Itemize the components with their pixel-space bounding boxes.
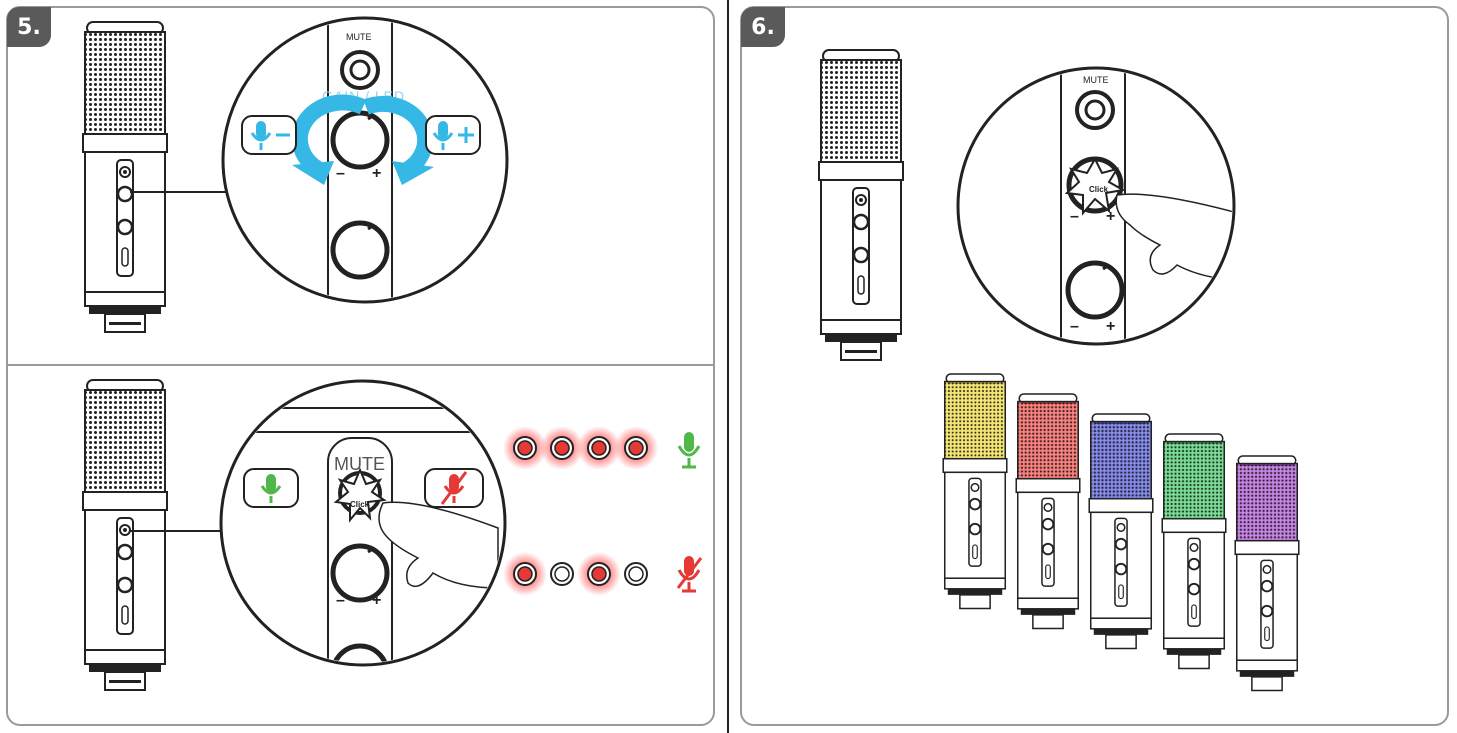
step5-top-zoom-circle: [221, 16, 509, 304]
step5-bottom-mic-illustration: [81, 378, 169, 692]
step5-bottom-callout-line: [130, 530, 230, 532]
step5-bottom-minus: –: [336, 592, 345, 609]
step6-plus: +: [1106, 208, 1116, 225]
step6-plus-2: +: [1106, 318, 1116, 335]
step5-bottom-zoom-circle: [219, 379, 507, 667]
step6-click-label: Click: [1089, 185, 1109, 194]
step5-top-callout-line: [130, 191, 230, 193]
step6-minus-2: –: [1070, 318, 1079, 335]
gain-rotation-arrows: [291, 94, 434, 185]
step6-mic-illustration: [817, 48, 905, 362]
mic-on-green-icon: [677, 432, 701, 469]
led-color-mic-3: [1088, 413, 1154, 650]
step5-top-minus: –: [336, 165, 345, 182]
step6-zoom-circle: [956, 66, 1236, 346]
led-color-mic-2: [1015, 393, 1081, 630]
led-color-mic-1: [942, 373, 1008, 610]
step6-minus: –: [1070, 208, 1079, 225]
step-6-badge: 6.: [741, 7, 785, 47]
step5-top-mic-illustration: [81, 20, 169, 334]
step6-mute-label: MUTE: [1083, 75, 1109, 85]
led-color-mic-5: [1234, 455, 1300, 692]
step5-bottom-click-label: Click: [350, 500, 370, 509]
step5-bottom-mute-label: MUTE: [334, 454, 385, 474]
mic-unmuted-green-icon: [243, 468, 299, 508]
mic-gain-minus-icon: [241, 115, 297, 155]
mic-gain-plus-icon: [425, 115, 481, 155]
page-divider: [727, 0, 729, 733]
led-row-unmuted: [503, 426, 658, 470]
step-5-badge: 5.: [7, 7, 51, 47]
mic-off-red-icon: [676, 556, 703, 593]
led-color-mic-4: [1161, 433, 1227, 670]
step5-top-plus: +: [372, 165, 382, 182]
mic-muted-red-icon: [424, 468, 484, 508]
step5-top-mute-label: MUTE: [346, 32, 372, 42]
led-row-muted: [503, 552, 648, 596]
step5-bottom-plus: +: [372, 592, 382, 609]
